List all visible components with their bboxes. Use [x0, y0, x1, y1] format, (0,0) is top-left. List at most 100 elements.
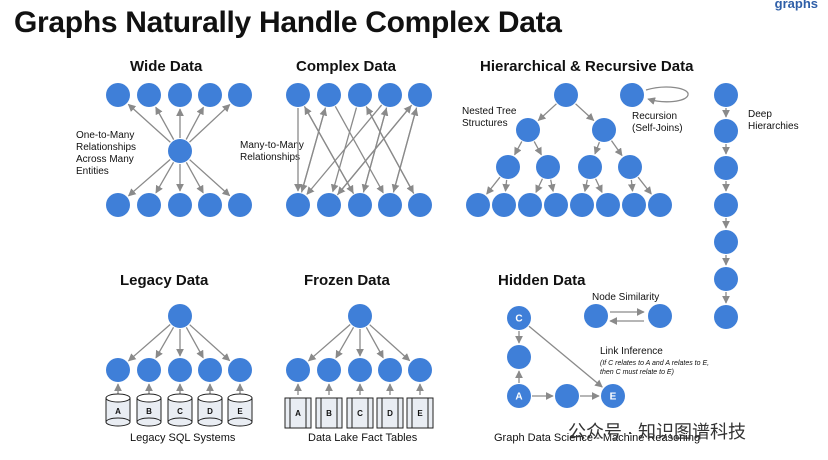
nodes-layer	[106, 83, 738, 408]
edge-arrow	[185, 327, 204, 359]
database-cylinder-base	[167, 417, 193, 427]
graph-node	[106, 193, 130, 217]
graph-node	[348, 358, 372, 382]
edge-arrow	[575, 103, 595, 122]
graph-node	[286, 358, 310, 382]
database-label: E	[237, 407, 243, 416]
edge-arrow	[189, 159, 231, 197]
graph-node	[408, 83, 432, 107]
database-cylinder-base	[136, 417, 162, 427]
database-label: A	[115, 407, 121, 416]
graph-node	[507, 345, 531, 369]
graph-node	[378, 193, 402, 217]
watermark: 公众号 · 知识图谱科技	[568, 422, 746, 442]
section-title-hidden: Hidden Data	[498, 272, 586, 289]
nested-tree-label: Nested Tree Structures	[462, 106, 517, 129]
graph-node	[137, 358, 161, 382]
database-label: D	[207, 407, 213, 416]
graph-node	[168, 83, 192, 107]
edge-arrow	[369, 324, 411, 362]
edge-arrow	[366, 106, 415, 194]
graph-node	[554, 83, 578, 107]
graph-node	[408, 193, 432, 217]
edges-layer	[114, 86, 730, 400]
graph-node	[516, 118, 540, 142]
edge-arrow	[304, 106, 355, 194]
graph-node	[317, 193, 341, 217]
fact-table-label: A	[295, 409, 301, 418]
fact-table-label: D	[387, 409, 393, 418]
graph-node	[228, 193, 252, 217]
graph-node	[596, 193, 620, 217]
graph-node	[714, 230, 738, 254]
complex-data-label: Many-to-Many Relationships	[240, 140, 304, 163]
recursion-label: Recursion (Self-Joins)	[632, 111, 683, 134]
section-title-frozen: Frozen Data	[304, 272, 390, 289]
graph-node	[507, 306, 531, 330]
edge-arrow	[335, 326, 355, 359]
edge-arrow	[155, 326, 175, 359]
graph-node	[536, 155, 560, 179]
graph-node	[168, 139, 192, 163]
graph-node	[228, 83, 252, 107]
graph-node	[228, 358, 252, 382]
edge-arrow	[547, 179, 556, 193]
section-title-legacy: Legacy Data	[120, 272, 209, 289]
fact-table-box	[284, 397, 312, 429]
shapes-layer	[105, 393, 434, 429]
edge-arrow	[502, 179, 511, 192]
graph-node	[137, 193, 161, 217]
edge-arrow	[535, 178, 544, 194]
graph-node	[622, 193, 646, 217]
graph-node	[714, 305, 738, 329]
deep-hierarchies-label: Deep Hierarchies	[748, 109, 799, 132]
database-cylinder-base	[227, 417, 253, 427]
edge-arrow	[127, 159, 171, 197]
fact-table-label: C	[357, 409, 363, 418]
graph-node	[348, 304, 372, 328]
graph-node	[286, 193, 310, 217]
fact-table-label: B	[326, 409, 332, 418]
node-label-e: E	[610, 392, 617, 403]
edge-arrow	[528, 325, 603, 388]
graph-node	[714, 267, 738, 291]
edge-arrow	[610, 140, 623, 157]
graph-node	[620, 83, 644, 107]
database-cylinder-base	[197, 417, 223, 427]
hidden-caption: Graph Data Science - Machine Reasoning	[494, 432, 701, 444]
graph-node	[348, 193, 372, 217]
edge-arrow	[514, 141, 523, 156]
section-title-wide: Wide Data	[130, 58, 203, 75]
graph-node	[317, 358, 341, 382]
graph-node	[714, 119, 738, 143]
edge-arrow	[336, 105, 412, 196]
wide-data-label: One-to-Many Relationships Across Many En…	[76, 130, 137, 177]
node-label-a: A	[515, 392, 522, 403]
edge-arrow	[533, 141, 542, 156]
node-label-c: C	[515, 314, 522, 325]
graph-node	[601, 384, 625, 408]
graph-node	[592, 118, 616, 142]
node-similarity-label: Node Similarity	[592, 292, 660, 303]
database-cylinder-base	[105, 417, 131, 427]
edge-arrow	[365, 327, 384, 359]
graph-node	[137, 83, 161, 107]
section-title-hierarchical: Hierarchical & Recursive Data	[480, 58, 694, 75]
graph-node	[106, 83, 130, 107]
graph-node	[544, 193, 568, 217]
graph-node	[168, 193, 192, 217]
edge-arrow	[185, 106, 204, 140]
graph-node	[496, 155, 520, 179]
graph-node	[648, 193, 672, 217]
edge-arrow	[300, 107, 328, 193]
fact-table-box	[376, 397, 404, 429]
database-cylinder-top	[227, 393, 253, 403]
graph-node	[198, 83, 222, 107]
fact-table-box	[346, 397, 374, 429]
graph-node	[518, 193, 542, 217]
edge-arrow	[155, 106, 175, 140]
fact-table-label: E	[417, 409, 423, 418]
edge-arrow	[306, 104, 383, 195]
